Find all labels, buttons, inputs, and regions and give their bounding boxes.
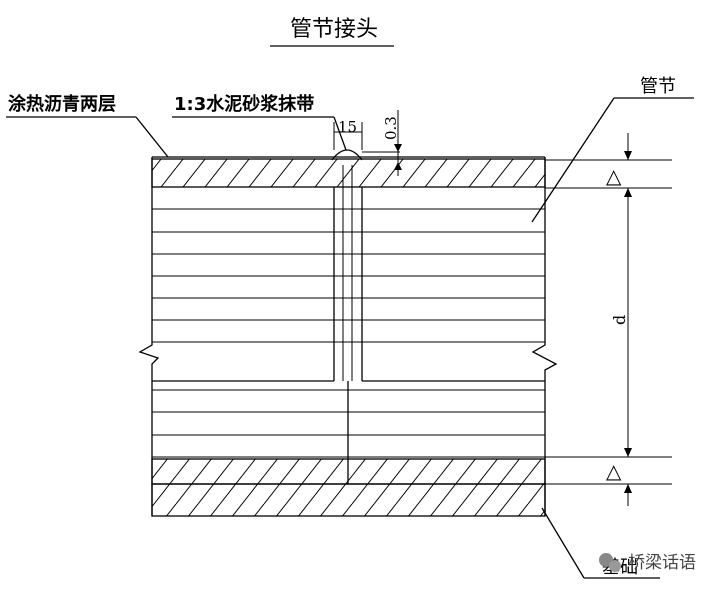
asphalt-label: 涂热沥青两层 bbox=[8, 93, 116, 115]
break-line-right bbox=[531, 342, 558, 375]
break-line-left bbox=[138, 342, 160, 375]
mortar-leader bbox=[333, 116, 347, 151]
dim-thickness: 0.3 bbox=[362, 110, 402, 176]
bottom-pipe-wall bbox=[151, 458, 546, 485]
joint-gap bbox=[152, 165, 545, 484]
mortar-band-label: 1:3水泥砂浆抹带 bbox=[174, 93, 314, 115]
asphalt-leader bbox=[135, 116, 169, 158]
triangle-top: △ bbox=[606, 164, 622, 188]
foundation bbox=[151, 483, 546, 517]
pipe-interior-lines-lower bbox=[152, 389, 545, 458]
title: 管节接头 bbox=[290, 17, 378, 42]
mortar-band bbox=[331, 149, 363, 161]
dim-width-text: 15 bbox=[338, 118, 357, 136]
watermark: 桥梁话语 bbox=[599, 553, 696, 573]
wechat-icon bbox=[599, 553, 621, 572]
dim-thickness-text: 0.3 bbox=[382, 116, 400, 140]
dim-diameter-text: d bbox=[610, 315, 629, 325]
foundation-leader bbox=[541, 507, 585, 579]
pipe-interior-lines-upper bbox=[152, 208, 545, 343]
top-pipe-wall bbox=[151, 158, 546, 188]
dim-diameter: d △ △ bbox=[545, 133, 672, 506]
watermark-text: 桥梁话语 bbox=[628, 553, 696, 573]
triangle-bottom: △ bbox=[606, 459, 622, 483]
pipe-section-label: 管节 bbox=[640, 76, 676, 97]
dim-width-15: 15 bbox=[333, 118, 363, 150]
